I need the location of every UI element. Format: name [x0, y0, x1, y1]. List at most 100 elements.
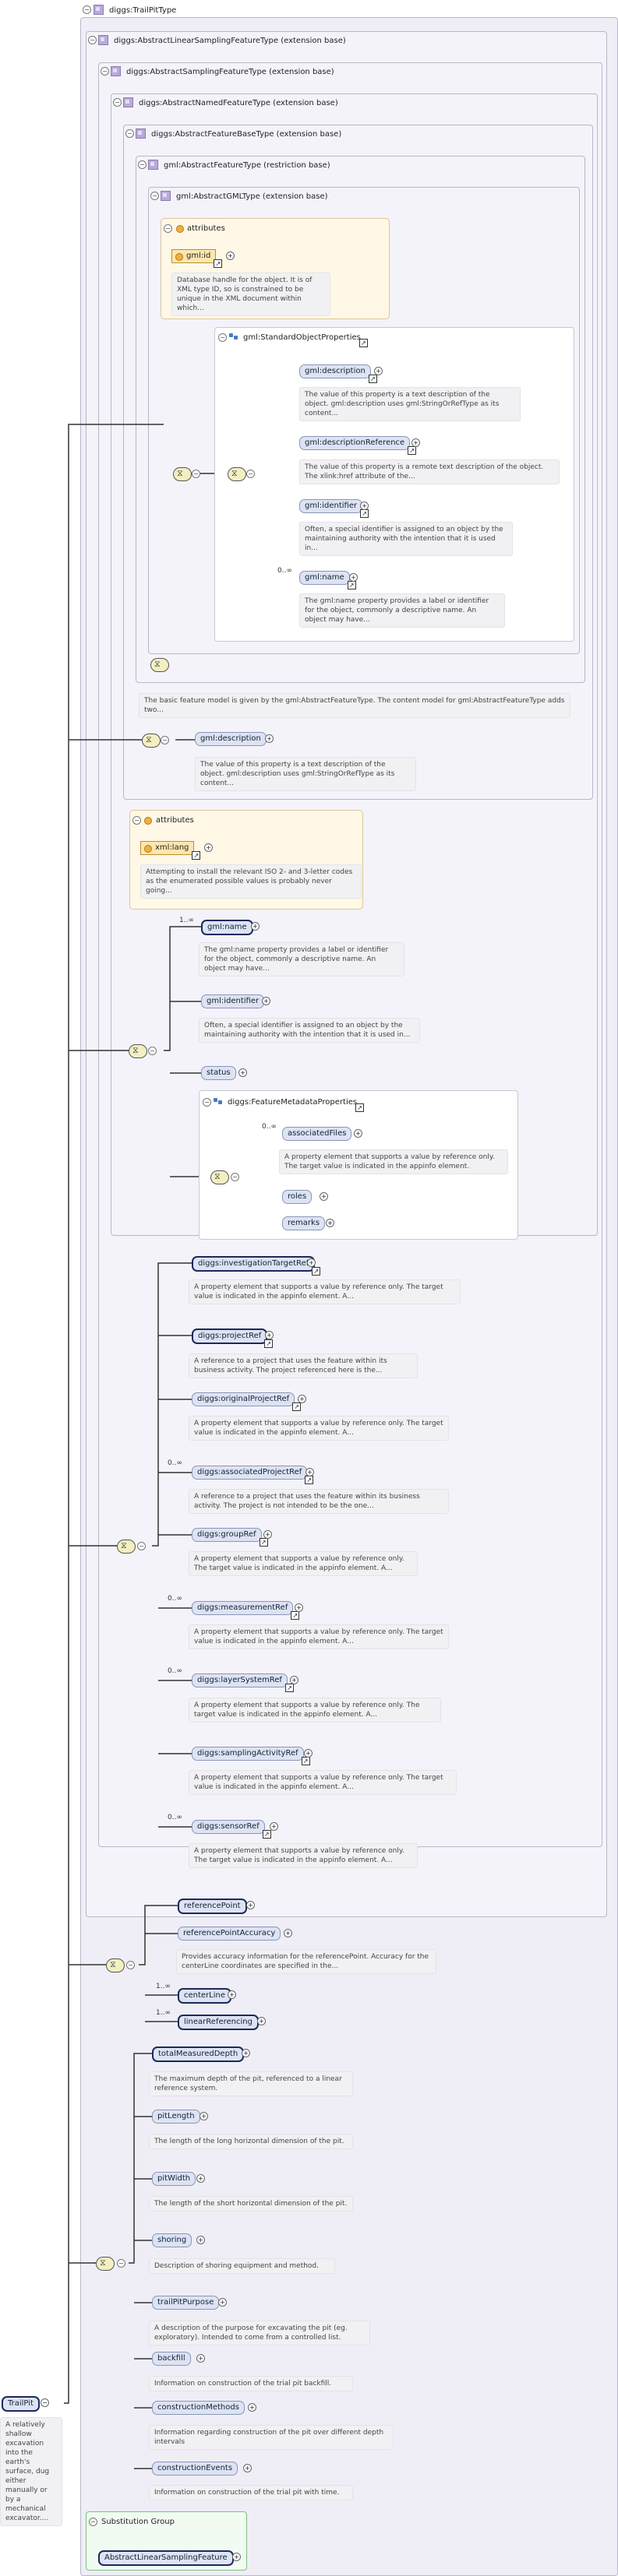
expand-toggle[interactable]: +	[305, 1468, 314, 1476]
attr-xml-lang[interactable]: xml:lang	[140, 841, 201, 860]
expand-toggle[interactable]: +	[204, 843, 213, 852]
el-afbt-gml-description[interactable]: gml:description	[195, 732, 267, 746]
std-group-title[interactable]: gml:StandardObjectProperties	[243, 333, 368, 347]
el-roles[interactable]: roles	[282, 1190, 313, 1204]
collapse-toggle[interactable]: −	[246, 470, 255, 478]
el-pit-width[interactable]: pitWidth	[152, 2172, 196, 2186]
expand-toggle[interactable]: +	[265, 1331, 274, 1339]
expand-toggle[interactable]: +	[298, 1395, 306, 1403]
el-shoring[interactable]: shoring	[152, 2233, 192, 2247]
el-gml-name[interactable]: gml:name	[201, 920, 253, 935]
complex-type-icon	[161, 191, 171, 201]
el-associated-files[interactable]: associatedFiles	[282, 1127, 352, 1141]
el-gml-identifier[interactable]: gml:identifier	[299, 499, 369, 518]
collapse-toggle[interactable]: −	[161, 736, 169, 744]
collapse-toggle[interactable]: −	[125, 129, 134, 138]
collapse-toggle[interactable]: −	[126, 1961, 135, 1969]
collapse-toggle[interactable]: −	[164, 224, 172, 233]
collapse-toggle[interactable]: −	[132, 816, 141, 825]
expand-toggle[interactable]: +	[307, 1258, 316, 1267]
expand-toggle[interactable]: +	[218, 2298, 227, 2307]
collapse-toggle[interactable]: −	[218, 333, 227, 342]
group-icon	[229, 332, 238, 341]
expand-toggle[interactable]: +	[295, 1603, 303, 1612]
expand-toggle[interactable]: +	[238, 1068, 247, 1077]
expand-toggle[interactable]: +	[270, 1822, 278, 1831]
expand-toggle[interactable]: +	[257, 2017, 266, 2025]
expand-toggle[interactable]: +	[243, 2464, 252, 2472]
expand-toggle[interactable]: +	[374, 367, 383, 375]
expand-toggle[interactable]: +	[251, 922, 260, 931]
expand-toggle[interactable]: +	[320, 1192, 328, 1201]
el-status[interactable]: status	[201, 1066, 236, 1080]
el-total-measured-depth[interactable]: totalMeasuredDepth	[152, 2046, 245, 2062]
el-gml-name[interactable]: gml:name	[299, 571, 356, 589]
el-backfill[interactable]: backfill	[152, 2352, 191, 2366]
trail-pit-purpose-doc: A description of the purpose for excavat…	[149, 2321, 370, 2345]
attr-gml-id[interactable]: gml:id	[171, 249, 223, 268]
named-gml-identifier-doc: Often, a special identifier is assigned …	[199, 1018, 420, 1043]
el-gml-description[interactable]: gml:description	[299, 364, 377, 383]
el-reference-point[interactable]: referencePoint	[178, 1899, 247, 1914]
sequence-icon	[142, 734, 161, 748]
expand-toggle[interactable]: +	[290, 1676, 298, 1684]
el-remarks[interactable]: remarks	[282, 1216, 326, 1230]
el-construction-methods[interactable]: constructionMethods	[152, 2401, 245, 2415]
collapse-toggle[interactable]: −	[117, 2259, 125, 2268]
expand-toggle[interactable]: +	[226, 252, 235, 260]
el-investigation-target-ref[interactable]: diggs:investigationTargetRef	[192, 1256, 321, 1276]
expand-toggle[interactable]: +	[411, 438, 420, 447]
el-center-line[interactable]: centerLine	[178, 1988, 232, 2004]
collapse-toggle[interactable]: −	[88, 36, 97, 44]
collapse-toggle[interactable]: −	[150, 192, 159, 200]
el-sensor-ref[interactable]: diggs:sensorRef	[192, 1820, 271, 1839]
el-gml-identifier[interactable]: gml:identifier	[201, 994, 265, 1008]
fmp-group-title[interactable]: diggs:FeatureMetadataProperties	[228, 1098, 365, 1112]
expand-toggle[interactable]: +	[242, 2049, 250, 2057]
expand-toggle[interactable]: −	[41, 2398, 49, 2407]
expand-toggle[interactable]: +	[326, 1219, 334, 1227]
el-linear-referencing[interactable]: linearReferencing	[178, 2015, 259, 2030]
collapse-toggle[interactable]: −	[101, 67, 109, 76]
el-trail-pit-purpose[interactable]: trailPitPurpose	[152, 2296, 220, 2310]
collapse-toggle[interactable]: −	[203, 1098, 211, 1107]
expand-toggle[interactable]: +	[196, 2236, 205, 2244]
el-construction-events[interactable]: constructionEvents	[152, 2462, 238, 2476]
expand-toggle[interactable]: +	[349, 573, 358, 582]
expand-toggle[interactable]: +	[360, 501, 369, 510]
el-abstract-linear-sampling-feature[interactable]: AbstractLinearSamplingFeature	[98, 2550, 234, 2566]
expand-toggle[interactable]: +	[304, 1749, 313, 1758]
expand-toggle[interactable]: +	[265, 734, 274, 743]
el-group-ref[interactable]: diggs:groupRef	[192, 1528, 268, 1547]
attributes-icon	[144, 817, 152, 825]
collapse-toggle[interactable]: −	[113, 98, 122, 107]
expand-toggle[interactable]: +	[354, 1129, 362, 1138]
collapse-toggle[interactable]: −	[83, 5, 91, 14]
el-original-project-ref[interactable]: diggs:originalProjectRef	[192, 1392, 302, 1411]
el-pit-length[interactable]: pitLength	[152, 2110, 200, 2124]
collapse-toggle[interactable]: −	[148, 1047, 157, 1055]
expand-toggle[interactable]: +	[228, 1990, 236, 1999]
expand-toggle[interactable]: +	[248, 2403, 256, 2412]
expand-toggle[interactable]: +	[196, 2174, 205, 2183]
expand-toggle[interactable]: +	[284, 1929, 292, 1937]
collapse-toggle[interactable]: −	[231, 1173, 239, 1181]
el-associated-project-ref[interactable]: diggs:associatedProjectRef	[192, 1466, 314, 1484]
expand-toggle[interactable]: +	[232, 2553, 241, 2561]
expand-toggle[interactable]: +	[262, 997, 270, 1005]
el-reference-point-accuracy[interactable]: referencePointAccuracy	[178, 1927, 281, 1941]
expand-toggle[interactable]: +	[196, 2354, 205, 2363]
el-measurement-ref[interactable]: diggs:measurementRef	[192, 1601, 300, 1620]
collapse-toggle[interactable]: −	[89, 2518, 97, 2526]
el-gml-description-reference[interactable]: gml:descriptionReference	[299, 436, 417, 455]
el-sampling-activity-ref[interactable]: diggs:samplingActivityRef	[192, 1747, 310, 1765]
el-project-ref[interactable]: diggs:projectRef	[192, 1328, 274, 1348]
expand-toggle[interactable]: +	[246, 1901, 255, 1909]
expand-toggle[interactable]: +	[263, 1530, 272, 1539]
expand-toggle[interactable]: +	[200, 2112, 208, 2120]
el-layer-system-ref[interactable]: diggs:layerSystemRef	[192, 1673, 294, 1692]
collapse-toggle[interactable]: −	[192, 470, 200, 478]
collapse-toggle[interactable]: −	[138, 160, 147, 169]
el-trailpit[interactable]: TrailPit	[2, 2396, 40, 2412]
collapse-toggle[interactable]: −	[137, 1542, 146, 1550]
